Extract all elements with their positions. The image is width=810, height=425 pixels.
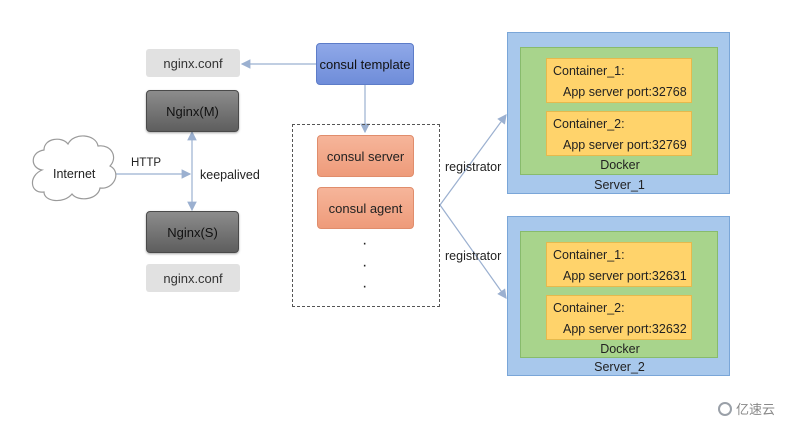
ellipsis-dot: · [362,278,368,295]
server-label: Server_1 [594,178,645,192]
watermark-brand: 亿速云 [718,399,775,418]
container-title: Container_2: [553,301,625,315]
container-port: App server port:32768 [563,85,687,99]
container-box: Container_1: App server port:32768 [546,58,692,103]
nginx-conf-top: nginx.conf [146,49,240,77]
container-title: Container_1: [553,64,625,78]
container-box: Container_2: App server port:32769 [546,111,692,156]
consul-server-box: consul server [317,135,414,177]
arrow-registrator-1 [439,114,507,206]
ellipsis-dot: · [362,235,368,252]
container-port: App server port:32769 [563,138,687,152]
server-1-box: Container_1: App server port:32768 Conta… [507,32,730,194]
ellipsis-dot: · [362,257,368,274]
nginx-conf-bottom: nginx.conf [146,264,240,292]
docker-label: Docker [600,342,640,356]
docker-label: Docker [600,158,640,172]
server-2-box: Container_1: App server port:32631 Conta… [507,216,730,376]
container-title: Container_2: [553,117,625,131]
registrator-label-2: registrator [445,249,502,263]
nginx-slave-box: Nginx(S) [146,211,239,253]
internet-cloud-shape [31,135,117,202]
nginx-master-box: Nginx(M) [146,90,239,132]
container-box: Container_2: App server port:32632 [546,295,692,340]
consul-cluster-frame [292,124,440,307]
container-title: Container_1: [553,248,625,262]
docker-2-box: Container_1: App server port:32631 Conta… [520,231,718,358]
keepalived-label: keepalived [200,168,260,182]
internet-label: Internet [53,167,96,181]
http-label: HTTP [131,157,162,169]
consul-agent-box: consul agent [317,187,414,229]
arrow-registrator-2 [439,204,507,299]
consul-template-box: consul template [316,43,414,85]
container-port: App server port:32631 [563,269,687,283]
container-port: App server port:32632 [563,322,687,336]
brand-logo-icon [718,401,732,416]
docker-1-box: Container_1: App server port:32768 Conta… [520,47,718,175]
watermark-text: 亿速云 [736,402,776,417]
registrator-label-1: registrator [445,160,502,174]
container-box: Container_1: App server port:32631 [546,242,692,287]
server-label: Server_2 [594,360,645,374]
